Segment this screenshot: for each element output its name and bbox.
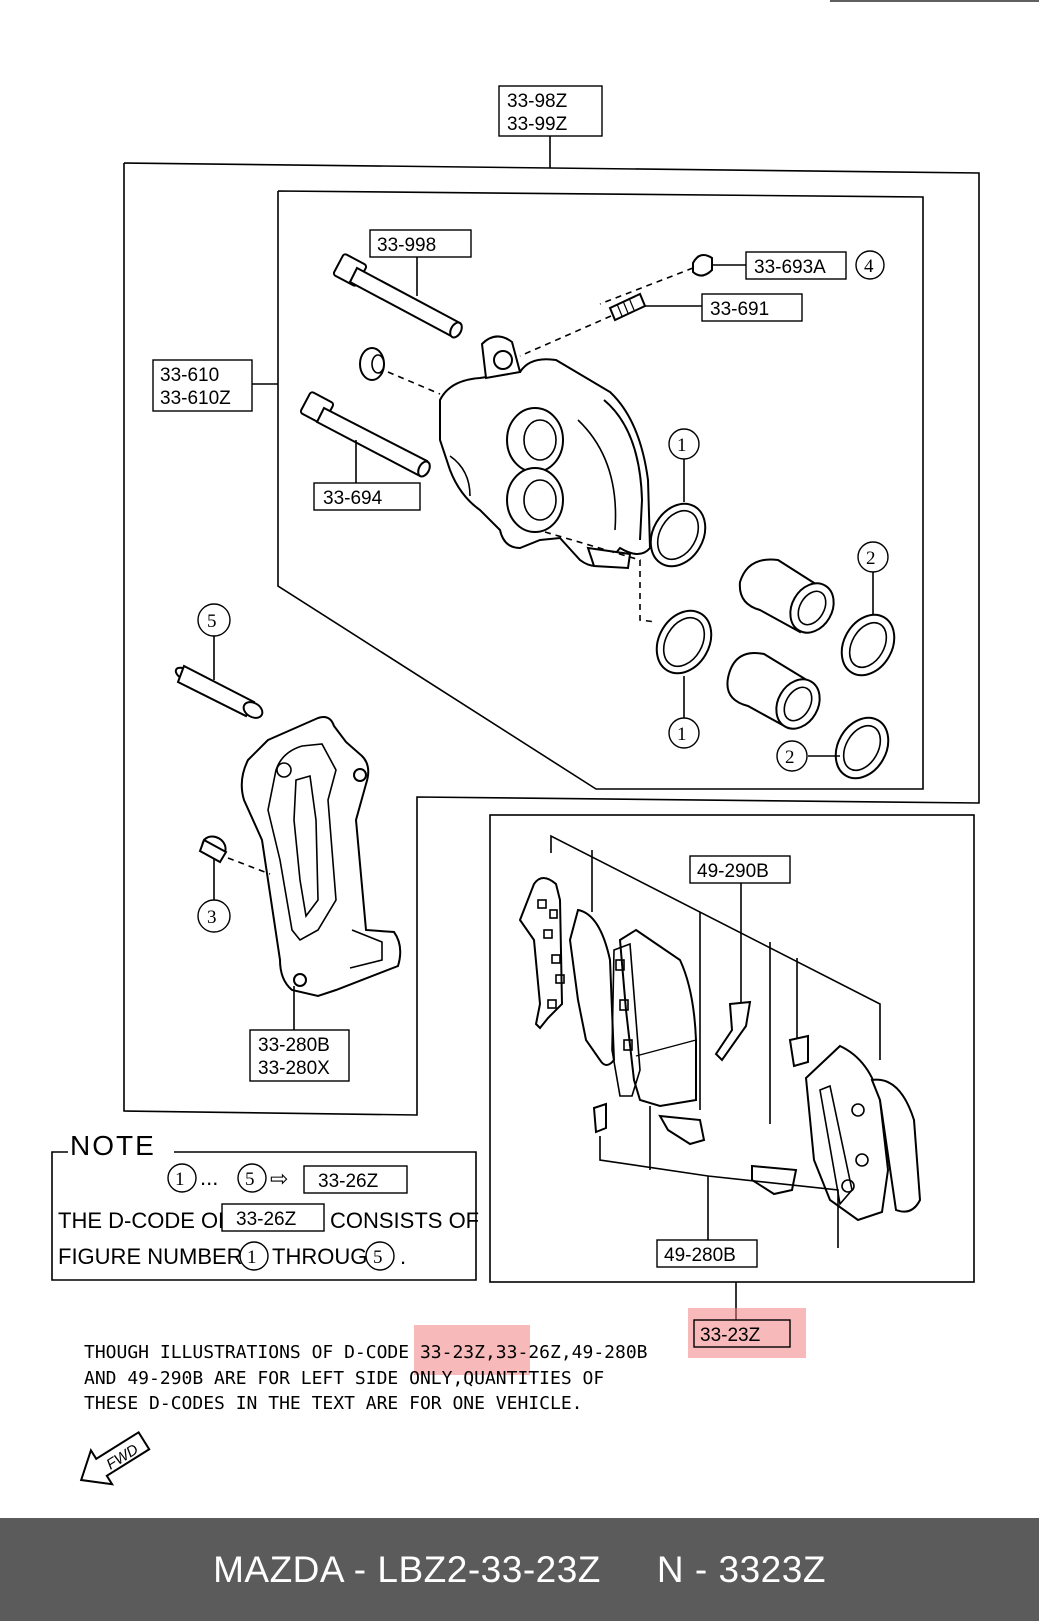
label-top-code: 33-98Z 33-99Z [498,85,603,137]
pad-set-label: 49-280B [656,1239,758,1268]
anti-rattle-clip-5 [751,1164,798,1196]
piston-seal-bottom [655,609,713,675]
piston-seal-top [649,502,707,568]
guide-bushing-upper [359,347,385,381]
top-code-a: 33-98Z [507,91,568,112]
bracket-code-a: 33-280B [258,1035,330,1056]
pad-kit-outline [489,814,975,1283]
note-kit-code: 33-26Z [318,1171,379,1192]
guide-pin-ref-num: 5 [207,611,217,632]
anti-rattle-clip-1 [714,1000,752,1062]
footnote: THOUGH ILLUSTRATIONS OF D-CODE 33-23Z,33… [84,1325,648,1414]
bolt-33-694 [299,391,431,478]
bolt-33-694-label: 33-694 [313,482,421,511]
brake-caliper-diagram: 33-98Z 33-99Z 33-998 33-693A 4 33-691 [51,0,1039,1486]
bushing-ref: 3 [197,899,231,933]
note-range-end: 5 [245,1169,255,1190]
guide-pin [174,664,264,719]
bleeder-screw [608,292,647,322]
note-line2-end: . [400,1244,406,1269]
anti-rattle-clip-4 [788,1034,809,1068]
bleeder-label: 33-691 [701,293,803,322]
caliper-code-a: 33-610 [160,365,219,386]
dust-boot-ref-bottom: 2 [776,740,808,772]
pad-kit-highlight [688,1308,806,1358]
bolt-33-998-label: 33-998 [369,229,472,258]
anti-rattle-clip-2 [592,1102,607,1134]
pad-shim-outer [870,1078,922,1213]
footnote-highlight [414,1325,530,1375]
bolt-33-998 [332,253,463,339]
bracket-code-b: 33-280X [258,1058,330,1079]
note-line2-ref1: 1 [247,1247,257,1268]
dust-boot-ref-top-num: 2 [866,548,876,569]
piston-seal-ref-top: 1 [668,428,700,460]
note-line1-b: CONSISTS OF [330,1208,479,1233]
note-line2-a: FIGURE NUMBERS [58,1244,257,1269]
top-code-b: 33-99Z [507,114,568,135]
brake-pad-inner [611,928,697,1108]
brake-pad-outer [804,1044,890,1222]
footer-alt-number: N - 3323Z [656,1548,826,1590]
footnote-line2: AND 49-290B ARE FOR LEFT SIDE ONLY,QUANT… [84,1368,604,1389]
piston-upper [738,558,835,634]
caliper-bracket [240,716,402,998]
bleeder-cap [692,253,713,277]
guide-pin-ref: 5 [197,603,231,637]
shim-clip-code: 49-290B [697,861,769,882]
caliper-housing [439,335,652,570]
bracket-label: 33-280B 33-280X [249,1029,350,1082]
pad-kit-code: 33-23Z [700,1325,761,1346]
caliper-code-b: 33-610Z [160,388,231,409]
piston-seal-ref-top-num: 1 [677,435,687,456]
shim-clip-label: 49-290B [689,855,791,884]
pad-shim-left [518,877,565,1030]
piston-seal-ref-bottom-num: 1 [677,724,687,745]
note-line2-ref2: 5 [373,1247,383,1268]
bleeder-code: 33-691 [710,299,769,320]
piston-seal-ref-bottom: 1 [668,717,700,749]
guide-bushing [198,835,228,864]
dust-boot-lower [834,716,890,780]
dust-boot-ref-bottom-num: 2 [785,747,795,768]
dust-boot-ref-top: 2 [857,541,889,573]
note-box: NOTE 1 ... 5 ⇨ 33-26Z THE D-CODE OF 33-2… [51,1130,479,1281]
pad-backing-left [568,908,616,1066]
anti-rattle-clip-3 [658,1114,706,1146]
dust-boot-upper [840,613,896,677]
pad-set-code: 49-280B [664,1245,736,1266]
caliper-label: 33-610 33-610Z [152,359,253,412]
assembly-outline [123,162,980,1116]
bleeder-cap-label: 33-693A 4 [745,250,885,280]
note-line1-a: THE D-CODE OF [58,1208,232,1233]
note-range-sep: ... [200,1165,218,1190]
footer-bar: MAZDA - LBZ2-33-23Z N - 3323Z [0,1518,1039,1621]
pad-kit-label: 33-23Z [688,1308,806,1358]
note-arrow: ⇨ [270,1166,288,1191]
note-line1-code: 33-26Z [236,1209,297,1230]
bolt-998-code: 33-998 [377,235,436,256]
footnote-line1: THOUGH ILLUSTRATIONS OF D-CODE 33-23Z,33… [84,1342,648,1363]
bushing-ref-num: 3 [207,907,217,928]
bleeder-cap-code: 33-693A [754,257,826,278]
note-title: NOTE [70,1130,156,1161]
footnote-line3: THESE D-CODES IN THE TEXT ARE FOR ONE VE… [84,1393,583,1414]
bleeder-cap-ref: 4 [864,256,874,277]
piston-lower [726,652,821,730]
bolt-694-code: 33-694 [323,488,383,509]
footer-part-number: MAZDA - LBZ2-33-23Z [213,1548,601,1590]
note-line2-mid: THROUGH [272,1244,383,1269]
note-range-start: 1 [175,1169,185,1190]
caliper-body-outline [277,190,924,790]
forward-arrow-icon: FWD [79,1430,151,1486]
